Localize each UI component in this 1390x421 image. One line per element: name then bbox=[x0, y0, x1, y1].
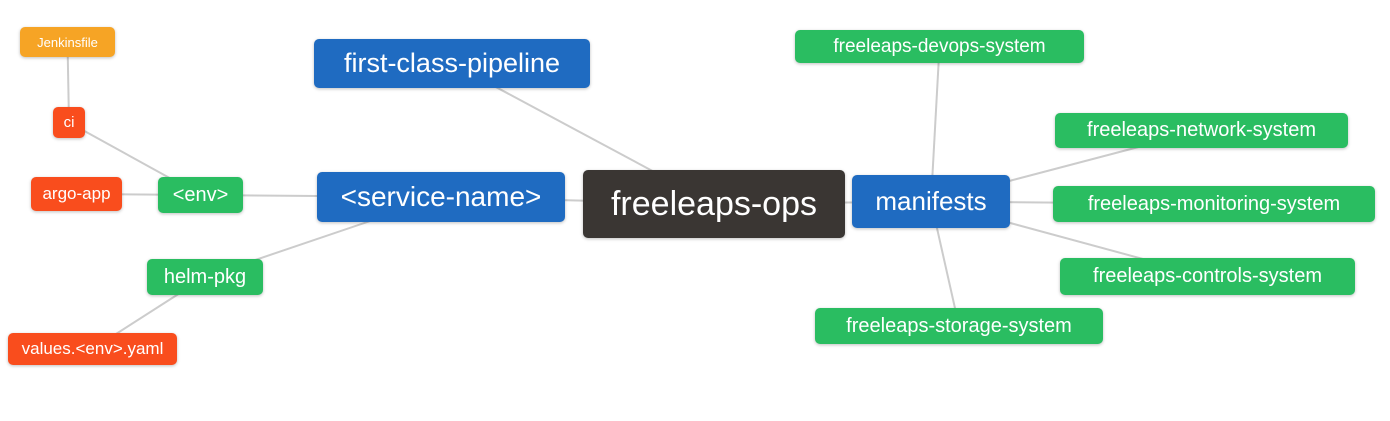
node-ci[interactable]: ci bbox=[53, 107, 85, 138]
node-manifests[interactable]: manifests bbox=[852, 175, 1010, 228]
node-network-system[interactable]: freeleaps-network-system bbox=[1055, 113, 1348, 148]
node-argo-app[interactable]: argo-app bbox=[31, 177, 122, 211]
node-devops-system[interactable]: freeleaps-devops-system bbox=[795, 30, 1084, 63]
node-first-class-pipeline[interactable]: first-class-pipeline bbox=[314, 39, 590, 88]
node-values-env-yaml[interactable]: values.<env>.yaml bbox=[8, 333, 177, 365]
node-freeleaps-ops[interactable]: freeleaps-ops bbox=[583, 170, 845, 238]
node-env[interactable]: <env> bbox=[158, 177, 243, 213]
node-jenkinsfile[interactable]: Jenkinsfile bbox=[20, 27, 115, 57]
node-monitoring-system[interactable]: freeleaps-monitoring-system bbox=[1053, 186, 1375, 222]
node-storage-system[interactable]: freeleaps-storage-system bbox=[815, 308, 1103, 344]
node-helm-pkg[interactable]: helm-pkg bbox=[147, 259, 263, 295]
node-controls-system[interactable]: freeleaps-controls-system bbox=[1060, 258, 1355, 295]
node-service-name[interactable]: <service-name> bbox=[317, 172, 565, 222]
